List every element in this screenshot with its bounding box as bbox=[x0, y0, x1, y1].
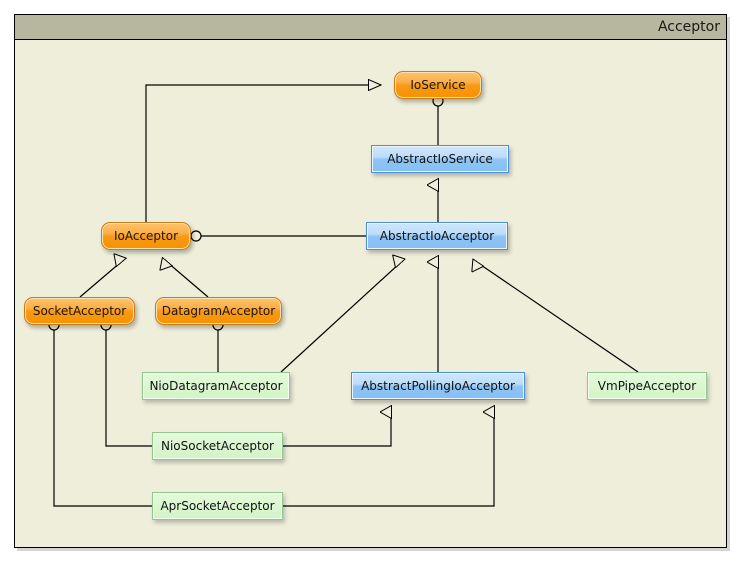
node-abstractioacceptor[interactable]: AbstractIoAcceptor bbox=[366, 222, 508, 250]
node-abstractpollingioacceptor[interactable]: AbstractPollingIoAcceptor bbox=[351, 372, 525, 400]
package-frame: Acceptor bbox=[14, 14, 727, 548]
node-aprsocketacceptor-label: AprSocketAcceptor bbox=[160, 499, 275, 513]
node-datagramacceptor[interactable]: DatagramAcceptor bbox=[155, 297, 282, 325]
node-aprsocketacceptor[interactable]: AprSocketAcceptor bbox=[152, 492, 283, 520]
node-socketacceptor-label: SocketAcceptor bbox=[32, 304, 127, 318]
node-vmpipeacceptor[interactable]: VmPipeAcceptor bbox=[587, 372, 707, 400]
node-ioacceptor[interactable]: IoAcceptor bbox=[101, 222, 191, 250]
node-ioservice-label: IoService bbox=[410, 78, 466, 92]
node-niosocketacceptor-label: NioSocketAcceptor bbox=[161, 439, 274, 453]
node-abstractioservice-label: AbstractIoService bbox=[387, 152, 493, 166]
node-ioservice[interactable]: IoService bbox=[394, 71, 482, 99]
node-niodatagramacceptor-label: NioDatagramAcceptor bbox=[149, 379, 283, 393]
node-vmpipeacceptor-label: VmPipeAcceptor bbox=[597, 379, 697, 393]
package-title-bar: Acceptor bbox=[15, 15, 726, 40]
node-niodatagramacceptor[interactable]: NioDatagramAcceptor bbox=[142, 372, 290, 400]
node-ioacceptor-label: IoAcceptor bbox=[113, 229, 179, 243]
node-abstractioacceptor-label: AbstractIoAcceptor bbox=[379, 229, 495, 243]
node-socketacceptor[interactable]: SocketAcceptor bbox=[24, 297, 135, 325]
node-datagramacceptor-label: DatagramAcceptor bbox=[161, 304, 276, 318]
node-abstractpollingioacceptor-label: AbstractPollingIoAcceptor bbox=[361, 379, 515, 393]
node-abstractioservice[interactable]: AbstractIoService bbox=[371, 145, 509, 173]
package-title: Acceptor bbox=[657, 19, 720, 35]
node-niosocketacceptor[interactable]: NioSocketAcceptor bbox=[152, 432, 283, 460]
